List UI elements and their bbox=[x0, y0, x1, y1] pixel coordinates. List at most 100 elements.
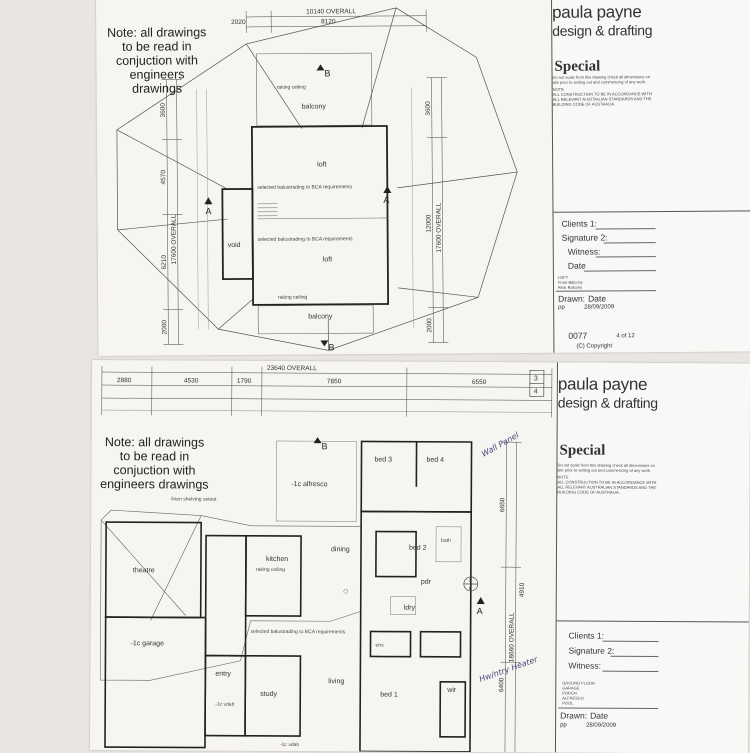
room-theatre: theatre bbox=[133, 567, 155, 574]
section-marker-b-bottom: B bbox=[328, 342, 334, 352]
room-balcony-bottom: balcony bbox=[308, 313, 333, 320]
witness-label-ground: Witness: bbox=[568, 660, 601, 670]
room-vdah-2: -1c vdah bbox=[280, 742, 299, 748]
dim-1790: 1790 bbox=[237, 378, 252, 385]
room-bed-4: bed 4 bbox=[426, 457, 444, 464]
area-pool: POOL bbox=[562, 700, 573, 705]
room-kitchen: kitchen bbox=[266, 556, 288, 563]
handwritten-wall-panel: Wall Panel bbox=[480, 430, 521, 459]
brand-name-ground: paula payne bbox=[558, 374, 647, 394]
date-label-2: Date bbox=[588, 293, 606, 303]
room-ens: ens bbox=[375, 642, 384, 648]
entry-walls bbox=[205, 656, 245, 736]
room-living: living bbox=[328, 678, 344, 685]
overall-width-dim-ground: 23640 OVERALL bbox=[267, 365, 317, 372]
right-dim-4910: 4910 bbox=[519, 582, 526, 597]
section-marker-a: A bbox=[477, 606, 483, 616]
room-bed-3: bed 3 bbox=[374, 456, 392, 463]
date-label-ground: Date bbox=[590, 711, 608, 721]
dim-4530: 4530 bbox=[184, 377, 199, 384]
area-rear-balcony: Rear Balcony bbox=[558, 285, 582, 290]
detail-bubble-5: 5 bbox=[469, 578, 472, 584]
section-marker-a-right: A bbox=[383, 195, 389, 205]
brand-name: paula payne bbox=[552, 2, 641, 23]
overall-length-dim-left: 17600 OVERALL bbox=[170, 214, 177, 264]
altrium-walls bbox=[205, 536, 246, 656]
room-loft-1: loft bbox=[317, 161, 326, 168]
clients-label-ground: Clients 1: bbox=[569, 630, 604, 640]
dim-8120: 8120 bbox=[321, 18, 336, 25]
dim-2880: 2880 bbox=[117, 377, 132, 384]
note-balustrading-2: selected balustrading to BCA requirement… bbox=[258, 236, 353, 243]
room-bed-2: bed 2 bbox=[409, 545, 427, 552]
room-entry: entry bbox=[215, 671, 231, 678]
drawn-label: Drawn: bbox=[558, 294, 585, 304]
copyright: (C) Copyright bbox=[576, 343, 612, 349]
overall-width-dim: 10140 OVERALL bbox=[306, 8, 356, 15]
detail-bubble-6: 6 bbox=[469, 586, 472, 592]
drawn-date-ground: 28/09/2009 bbox=[586, 723, 616, 729]
detail-bubble-3: 3 bbox=[534, 375, 538, 382]
note-raking-ceiling-2: raking ceiling bbox=[278, 295, 307, 301]
disclaimer-1: Do not scale from this drawing check all… bbox=[553, 74, 653, 85]
room-wir: wir bbox=[446, 687, 457, 694]
disclaimer-1-ground: Do not scale from this drawing check all… bbox=[557, 462, 657, 473]
disclaimer-2-ground: ALL CONSTRUCTION TO BE IN ACCORDANCE WIT… bbox=[557, 479, 657, 495]
drawn-by: pp bbox=[558, 305, 565, 311]
disclaimer-2: ALL CONSTRUCTION TO BE IN ACCORDANCE WIT… bbox=[553, 91, 653, 107]
room-bath: bath bbox=[441, 538, 451, 544]
left-dim-2: 4570 bbox=[160, 170, 167, 185]
ground-floor-plan-drawing: 23640 OVERALL 2880 4530 1790 7850 6550 1… bbox=[90, 360, 562, 752]
ground-floor-plan-sheet: 23640 OVERALL 2880 4530 1790 7850 6550 1… bbox=[90, 360, 750, 753]
drawn-date: 28/09/2009 bbox=[584, 304, 614, 310]
room-alfresco: -1c alfresco bbox=[291, 481, 327, 488]
loft-walls bbox=[252, 126, 388, 305]
special-label-ground: Special bbox=[559, 442, 605, 459]
right-dim-2: 12000 bbox=[426, 214, 433, 233]
page-count: 4 of 12 bbox=[616, 333, 634, 339]
witness-label: Witness: bbox=[568, 246, 601, 256]
drawn-label-ground: Drawn: bbox=[560, 710, 587, 720]
note-balustrading: selected balustrading to BCA requirement… bbox=[251, 629, 346, 635]
room-dining: dining bbox=[331, 546, 350, 553]
signature-label: Signature 2: bbox=[562, 232, 608, 242]
section-marker-b: B bbox=[322, 441, 328, 451]
garage-walls bbox=[105, 617, 206, 748]
room-garage: -1c garage bbox=[130, 640, 164, 647]
signature-label-ground: Signature 2: bbox=[568, 645, 614, 655]
overall-length-dim-ground: 18660 OVERALL bbox=[508, 612, 515, 662]
room-vdah-1: -1c vdah bbox=[215, 702, 234, 708]
note-raking-ceiling-1: raking ceiling bbox=[277, 85, 306, 91]
dim-6550: 6550 bbox=[472, 379, 487, 386]
right-dim-6650: 6650 bbox=[499, 497, 506, 512]
clients-label: Clients 1: bbox=[562, 219, 598, 229]
right-dim-6400: 6400 bbox=[498, 677, 505, 692]
upper-floor-plan-sheet: 10140 OVERALL 2020 8120 17600 OVERALL 17… bbox=[96, 0, 750, 356]
note-raking-ceiling: raking ceiling bbox=[256, 567, 285, 573]
dim-7850: 7850 bbox=[327, 378, 342, 385]
brand-subtitle: design & drafting bbox=[552, 22, 652, 39]
room-study: study bbox=[260, 691, 277, 698]
right-dim-1: 3600 bbox=[425, 101, 432, 116]
room-balcony-top: balcony bbox=[302, 103, 327, 110]
sheet-number: 0077 bbox=[568, 331, 587, 341]
special-label: Special bbox=[554, 58, 600, 75]
engineers-note: Note: all drawings to be read in conjuct… bbox=[104, 25, 209, 96]
note-linen-shelving: linen shelving setout bbox=[171, 496, 217, 502]
left-dim-1: 3600 bbox=[160, 103, 167, 118]
detail-bubble-4: 4 bbox=[534, 388, 538, 395]
room-void: void bbox=[228, 242, 241, 249]
brand-subtitle-ground: design & drafting bbox=[558, 394, 658, 411]
note-balustrading-1: selected balustrading to BCA requirement… bbox=[257, 184, 352, 191]
section-marker-b-top: B bbox=[324, 68, 330, 78]
section-marker-a-left: A bbox=[205, 206, 211, 216]
room-pdr: pdr bbox=[421, 579, 432, 586]
dim-2020: 2020 bbox=[231, 19, 246, 26]
room-laundry: ldry bbox=[404, 605, 416, 612]
right-dim-3: 2000 bbox=[426, 318, 433, 333]
void-walls bbox=[222, 189, 253, 279]
room-bed-1: bed 1 bbox=[380, 692, 398, 699]
left-dim-4: 2000 bbox=[161, 320, 168, 335]
drawn-by-ground: pp bbox=[560, 722, 567, 728]
engineers-note-ground: Note: all drawings to be read in conjuct… bbox=[99, 435, 209, 492]
